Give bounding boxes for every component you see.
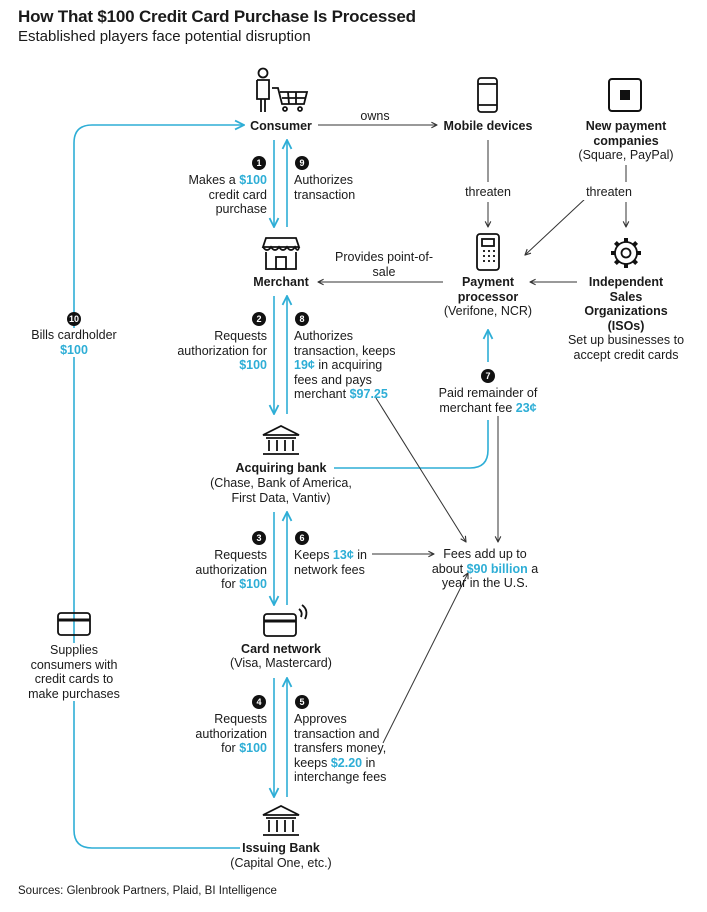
- node-issuing-bank-examples: (Capital One, etc.): [230, 856, 332, 870]
- node-card-network: Card network: [241, 642, 321, 656]
- page-title: How That $100 Credit Card Purchase Is Pr…: [18, 7, 416, 26]
- store-icon: [261, 237, 301, 270]
- page-subtitle: Established players face potential disru…: [18, 28, 311, 45]
- node-merchant: Merchant: [253, 275, 309, 289]
- bank-icon-issuing: [262, 804, 300, 836]
- edge-issuing-fees: [382, 573, 468, 744]
- step-badge-9: 9: [295, 156, 309, 170]
- step-6-label: Keeps 13¢ in network fees: [294, 548, 367, 577]
- edge-acquiring-fees: [375, 397, 466, 542]
- node-issuing-bank: Issuing Bank: [242, 841, 320, 855]
- edge-label-threaten-newpay: threaten: [580, 185, 638, 200]
- node-mobile-devices: Mobile devices: [443, 119, 533, 133]
- source-note: Sources: Glenbrook Partners, Plaid, BI I…: [18, 885, 277, 897]
- node-payment-processor: Payment processor: [457, 275, 519, 304]
- step-9-label: Authorizes transaction: [294, 173, 356, 202]
- step-7-label: Paid remainder of merchant fee 23¢: [428, 386, 548, 415]
- edge-newpay-to-processor: [525, 197, 587, 255]
- bank-icon-acquiring: [262, 424, 300, 455]
- node-acquiring-bank: Acquiring bank: [235, 461, 327, 475]
- step-8-label: Authorizes transaction, keeps 19¢ in acq…: [294, 329, 396, 401]
- step-badge-3: 3: [252, 531, 266, 545]
- step-badge-10: 10: [67, 312, 81, 326]
- step-badge-4: 4: [252, 695, 266, 709]
- step-badge-8: 8: [295, 312, 309, 326]
- step-badge-7: 7: [481, 369, 495, 383]
- node-new-payment-examples: (Square, PayPal): [578, 148, 674, 162]
- step-5-label: Approves transaction and transfers money…: [294, 712, 387, 784]
- step-badge-5: 5: [295, 695, 309, 709]
- node-isos: Independent Sales Organizations (ISOs): [584, 275, 668, 333]
- flow-issuing-to-consumer: [73, 125, 244, 849]
- node-new-payment-companies: New payment companies: [585, 119, 667, 148]
- fees-total-label: Fees add up to about $90 billion a year …: [431, 547, 539, 590]
- node-isos-description: Set up businesses to accept credit cards: [567, 333, 685, 362]
- edge-label-threaten-mobile: threaten: [447, 185, 529, 200]
- payment-terminal-icon: [476, 233, 500, 271]
- node-payment-processor-examples: (Verifone, NCR): [443, 304, 533, 318]
- edge-label-owns: owns: [360, 109, 390, 123]
- edge-label-provides-pos: Provides point-of-sale: [335, 250, 433, 279]
- step-10-label: Bills cardholder$100: [19, 328, 129, 357]
- step-badge-2: 2: [252, 312, 266, 326]
- node-card-network-examples: (Visa, Mastercard): [230, 656, 332, 670]
- flow-acquiring-to-processor: [334, 420, 489, 469]
- mobile-device-icon: [477, 77, 498, 113]
- node-acquiring-bank-examples: (Chase, Bank of America, First Data, Van…: [210, 476, 352, 505]
- credit-card-icon: [57, 612, 91, 636]
- step-badge-1: 1: [252, 156, 266, 170]
- square-icon: [608, 78, 642, 112]
- consumer-icon: [256, 67, 309, 112]
- card-network-icon: [263, 604, 308, 637]
- step-2-label: Requests authorization for$100: [177, 329, 267, 372]
- node-consumer: Consumer: [250, 119, 312, 133]
- gear-icon: [611, 238, 641, 268]
- supplies-label: Supplies consumers with credit cards to …: [19, 643, 129, 701]
- step-1-label: Makes a $100 credit card purchase: [188, 173, 267, 216]
- step-badge-6: 6: [295, 531, 309, 545]
